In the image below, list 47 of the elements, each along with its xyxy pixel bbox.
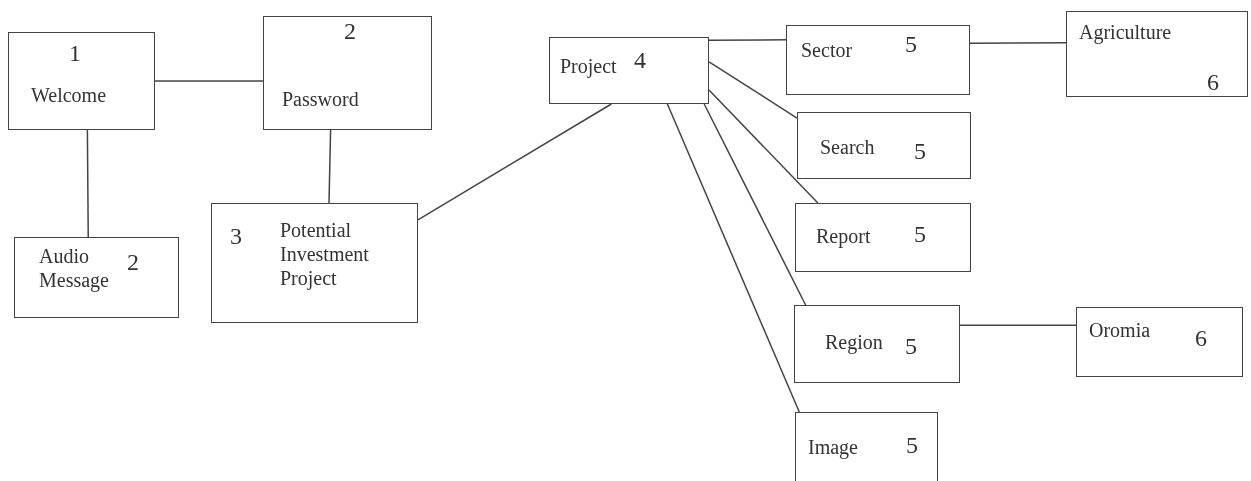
connector-line [708, 38, 787, 42]
level-number: 6 [1195, 324, 1207, 353]
level-number: 1 [69, 39, 81, 68]
connector-line [328, 129, 332, 204]
level-number: 5 [906, 431, 918, 460]
box-label: Sector [801, 38, 853, 62]
connector-line [969, 42, 1067, 44]
box-label: Audio Message [39, 244, 110, 292]
process-box [794, 305, 960, 383]
box-label: Agriculture [1079, 20, 1172, 44]
level-number: 5 [905, 30, 917, 59]
connector-line [708, 61, 798, 119]
connector-line [703, 103, 807, 306]
level-number: 2 [344, 17, 356, 46]
process-box [797, 112, 971, 179]
connector-line [666, 103, 801, 413]
process-box [786, 25, 970, 95]
connector-line [86, 129, 89, 238]
level-number: 6 [1207, 68, 1219, 97]
process-box [1066, 11, 1248, 97]
box-label: Region [825, 330, 883, 354]
process-box [795, 203, 971, 272]
box-label: Project [560, 54, 617, 78]
connector-line [417, 103, 613, 221]
level-number: 2 [127, 248, 139, 277]
process-box [263, 16, 432, 130]
box-label: Report [816, 224, 871, 248]
box-label: Search [820, 135, 875, 159]
box-label: Oromia [1089, 318, 1151, 342]
level-number: 4 [634, 46, 646, 75]
process-box [14, 237, 179, 318]
level-number: 5 [914, 137, 926, 166]
level-number: 5 [905, 332, 917, 361]
process-box [1076, 307, 1243, 377]
process-box [8, 32, 155, 130]
level-number: 5 [914, 220, 926, 249]
connector-line [154, 80, 264, 82]
box-label: Image [808, 435, 858, 459]
process-box [795, 412, 938, 481]
box-label: Password [282, 87, 359, 111]
process-box [549, 37, 709, 104]
process-box [211, 203, 418, 323]
connector-line [959, 324, 1077, 327]
box-label: Potential Investment Project [280, 218, 370, 290]
level-number: 3 [230, 222, 242, 251]
box-label: Welcome [31, 83, 107, 107]
connector-line [708, 89, 819, 204]
